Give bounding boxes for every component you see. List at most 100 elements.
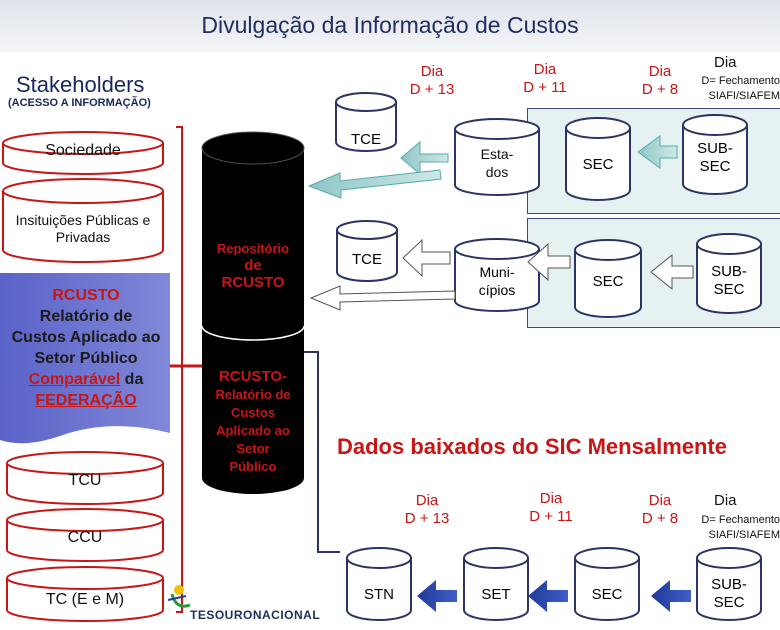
bottom-day-d8-a: Dia <box>648 492 672 509</box>
subsec-3-l1: SUB- <box>711 576 747 593</box>
repository-bottom-label: RCUSTO- Relatório de Custos Aplicado ao … <box>202 368 304 476</box>
sec-cylinder-3 <box>574 547 640 621</box>
repository-line-2: de <box>244 257 262 274</box>
subsec-label-3: SUB- SEC <box>697 576 761 612</box>
bottom-day-d11-b: D + 11 <box>529 508 573 525</box>
bottom-fechamento: D= Fechamento SIAFI/SIAFEM <box>686 513 780 543</box>
subsec-1-l1: SUB- <box>697 140 733 157</box>
top-fech-2: SIAFI/SIAFEM <box>708 90 780 102</box>
top-day-d11: Dia D + 11 <box>513 61 577 97</box>
tce-label-2: TCE <box>352 251 382 268</box>
subsec-label-1: SUB- SEC <box>683 140 747 176</box>
ccu-label: CCU <box>67 529 103 546</box>
top-day-d11-a: Dia <box>533 61 557 78</box>
repository-top-label: Repositório de RCUSTO <box>202 240 304 291</box>
arrow-estados-to-tce <box>400 140 449 176</box>
top-day-d8-b: D + 8 <box>641 81 679 98</box>
repository-b-line-4: Aplicado ao <box>216 423 290 438</box>
tce-label-1: TCE <box>351 131 381 148</box>
estados-label: Esta- dos <box>455 145 539 181</box>
bottom-day-d13: Dia D + 13 <box>395 492 459 528</box>
red-bracket <box>176 126 183 613</box>
subsec-1-l2: SEC <box>699 158 731 175</box>
estados-l1: Esta- <box>480 146 514 162</box>
top-day-d13: Dia D + 13 <box>400 63 464 99</box>
tc-cylinder <box>6 566 164 622</box>
rcusto-document <box>0 273 170 444</box>
bottom-fech-1: D= Fechamento <box>701 514 780 526</box>
arrow-municipios-to-tce <box>402 238 451 278</box>
munic-l1: Muni- <box>479 264 515 280</box>
stakeholders-heading: Stakeholders <box>16 72 145 97</box>
navy-bracket <box>304 351 340 553</box>
rcusto-comparavel: Comparável <box>28 371 121 388</box>
repository-b-line-1: RCUSTO- <box>218 368 288 385</box>
repository-b-line-5: Setor <box>236 441 270 456</box>
municipios-cylinder <box>454 238 540 312</box>
sociedade-label: Sociedade <box>45 142 121 159</box>
arrow-sec-to-set <box>528 580 568 612</box>
repository-b-line-6: Público <box>229 459 277 474</box>
top-fechamento: D= Fechamento SIAFI/SIAFEM <box>686 74 780 104</box>
repository-b-line-3: Custos <box>230 405 276 420</box>
set-cylinder <box>463 547 529 621</box>
ccu-cylinder <box>6 508 164 562</box>
sec-label-3: SEC <box>591 586 623 603</box>
tcu-cylinder <box>6 451 164 505</box>
top-fech-1: D= Fechamento <box>701 75 780 87</box>
rcusto-line-2: Relatório de <box>39 308 133 325</box>
subsec-cylinder-3 <box>696 547 762 621</box>
repository-line-1: Repositório <box>216 241 290 256</box>
top-day-d13-b: D + 13 <box>409 81 455 98</box>
page-title: Divulgação da Informação de Custos <box>201 12 579 38</box>
subsec-2-l2: SEC <box>713 281 745 298</box>
bottom-day-d11: Dia D + 11 <box>519 490 583 526</box>
subsec-label-2: SUB- SEC <box>697 263 761 299</box>
rcusto-line-4: Setor Público <box>34 350 138 367</box>
instituicoes-cylinder <box>1 178 164 263</box>
rcusto-document-text: RCUSTO Relatório de Custos Aplicado ao S… <box>6 285 166 411</box>
sec-cylinder-1 <box>565 117 631 201</box>
sociedade-cylinder <box>2 131 164 175</box>
subsec-cylinder-1 <box>682 114 748 195</box>
sec-label-2: SEC <box>592 273 624 290</box>
arrow-subsec-to-sec-3 <box>651 580 691 612</box>
repository-line-3: RCUSTO <box>221 274 285 291</box>
title-bar <box>0 0 780 52</box>
top-day-dia: Dia <box>714 54 737 71</box>
rcusto-line-3: Custos Aplicado ao <box>11 329 161 346</box>
tesouro-brand: TESOURONACIONAL <box>190 608 321 622</box>
tcu-label: TCU <box>68 472 102 489</box>
sec-cylinder-2 <box>574 239 642 318</box>
bottom-day-dia: Dia <box>714 492 737 509</box>
acesso-subheading: (ACESSO A INFORMAÇÃO) <box>8 97 151 109</box>
rcusto-federacao: FEDERAÇÃO <box>35 392 137 409</box>
municipios-label: Muni- cípios <box>455 263 539 299</box>
arrow-subsec-to-sec-2 <box>650 253 694 291</box>
arrow-set-to-stn <box>417 580 457 612</box>
subsec-2-l1: SUB- <box>711 263 747 280</box>
estados-cylinder <box>454 118 540 196</box>
sec-label-1: SEC <box>582 156 614 173</box>
bottom-day-d8-b: D + 8 <box>641 510 679 527</box>
stn-cylinder <box>346 547 412 621</box>
cut-text: EUCD <box>298 580 327 591</box>
tc-label: TC (E e M) <box>45 591 125 608</box>
repository-cylinder <box>201 131 305 494</box>
top-day-d13-a: Dia <box>420 63 444 80</box>
munic-l2: cípios <box>478 282 516 298</box>
bottom-fech-2: SIAFI/SIAFEM <box>708 529 780 541</box>
stn-label: STN <box>364 586 394 603</box>
bottom-day-d8: Dia D + 8 <box>635 492 685 528</box>
arrow-subsec-to-sec-1 <box>637 135 678 169</box>
tce-cylinder-2 <box>336 220 398 282</box>
tesouro-logo <box>167 585 191 608</box>
bottom-day-d13-b: D + 13 <box>404 510 450 527</box>
rcusto-da: da <box>120 371 144 388</box>
rcusto-title: RCUSTO <box>52 287 120 304</box>
bottom-day-d11-a: Dia <box>539 490 563 507</box>
tce-cylinder-1 <box>335 92 397 152</box>
sic-caption: Dados baixados do SIC Mensalmente <box>337 434 727 459</box>
top-day-d11-b: D + 11 <box>523 79 567 96</box>
